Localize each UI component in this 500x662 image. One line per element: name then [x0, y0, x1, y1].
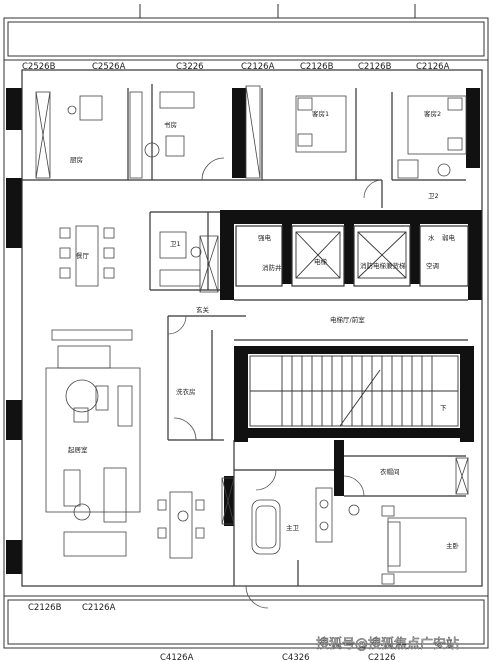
structural-walls — [6, 88, 482, 574]
room-label-dining: 餐厅 — [76, 251, 90, 260]
window-code: C2126A — [82, 603, 116, 613]
window-code: C2126 — [368, 653, 396, 662]
window-code: C2526B — [22, 62, 56, 72]
shaft-label-water: 水 — [428, 233, 435, 242]
room-labels: 厨房 书房 客房1 客房2 卫2 卫1 餐厅 玄关 洗衣房 起居室 主卫 衣帽间… — [68, 109, 460, 550]
watermark: 搜狐号@搜狐焦点广安站 — [316, 637, 460, 653]
window-code: C2526A — [92, 62, 126, 72]
window-code: C2126B — [300, 62, 334, 72]
exterior-frame — [3, 4, 489, 649]
room-label-guest2: 客房2 — [424, 109, 441, 118]
watermark-text: 搜狐号@搜狐焦点广安站 — [316, 637, 459, 652]
door-swings — [167, 157, 383, 609]
window-code: C2126B — [28, 603, 62, 613]
stair-direction-label: 下 — [440, 404, 447, 412]
shaft-label-hvac: 空调 — [426, 261, 439, 270]
elevator-cars — [295, 231, 407, 279]
window-code: C2126A — [241, 62, 275, 72]
room-label-wc1: 卫1 — [170, 240, 181, 248]
room-label-laundry: 洗衣房 — [176, 387, 196, 396]
room-label-kitchen: 厨房 — [70, 155, 83, 164]
shaft-label-fire: 消防井 — [262, 263, 282, 272]
window-codes-bottom: C2126B C2126A C4126A C4326 C2126 — [28, 603, 396, 662]
room-label-living: 起居室 — [68, 445, 88, 454]
room-label-entrance: 玄关 — [196, 305, 210, 314]
shaft-label-weak: 弱电 — [442, 233, 456, 242]
window-code: C2126A — [416, 62, 450, 72]
room-label-closet: 衣帽间 — [380, 467, 400, 476]
room-label-master-bath: 主卫 — [286, 523, 300, 532]
staircase — [249, 355, 459, 427]
window-code: C3226 — [176, 62, 204, 72]
window-code: C4126A — [160, 653, 194, 662]
window-code: C4326 — [282, 653, 310, 662]
room-label-elevator-hall: 电梯厅/前室 — [330, 315, 365, 324]
furniture — [45, 91, 467, 585]
window-code: C2126B — [358, 62, 392, 72]
fire-elevator-label: 消防电梯兼货梯 — [360, 261, 406, 270]
room-label-study: 书房 — [164, 120, 177, 129]
room-label-master-bed: 主卧 — [446, 541, 460, 550]
shaft-label-elec: 强电 — [258, 233, 272, 242]
window-codes-top: C2526B C2526A C3226 C2126A C2126B C2126B… — [22, 62, 450, 72]
room-label-guest1: 客房1 — [312, 109, 329, 118]
elevator-label: 电梯 — [314, 257, 328, 266]
window-frames — [35, 85, 469, 525]
room-label-wc2: 卫2 — [428, 192, 439, 200]
